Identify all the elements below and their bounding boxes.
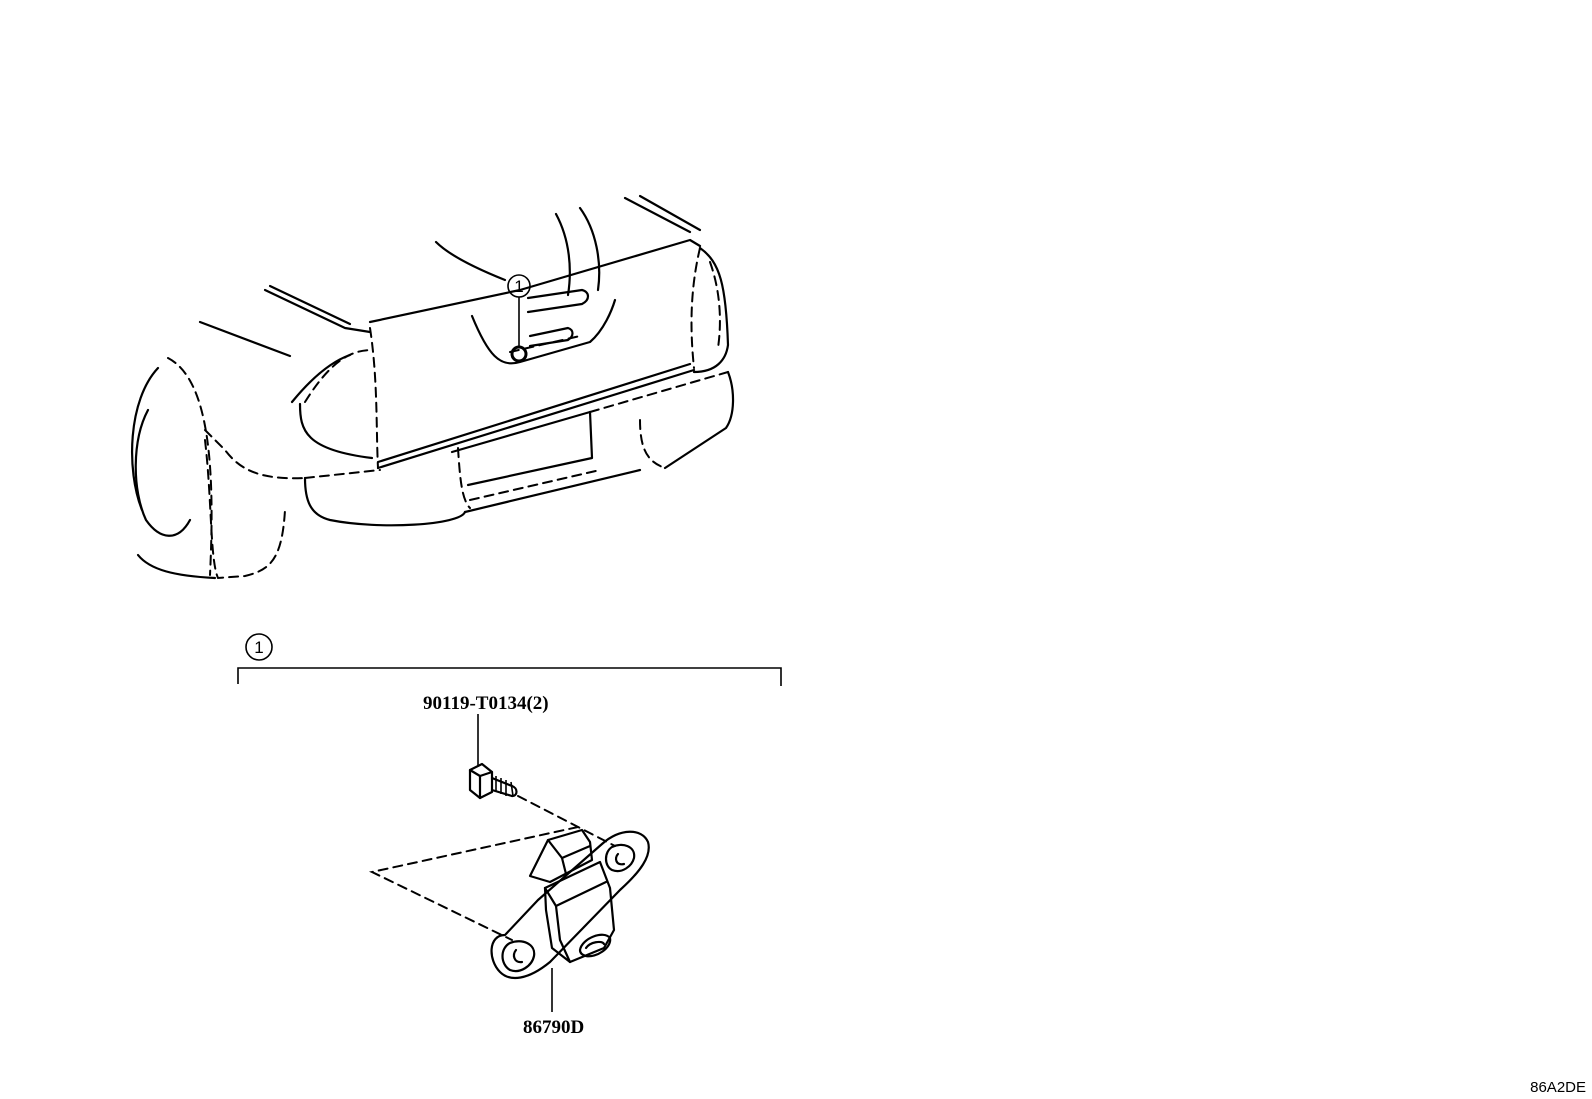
vehicle-rear-illustration: [130, 194, 735, 580]
bolt-part-number: 90119-T0134(2): [423, 693, 549, 714]
bolt-illustration: [468, 762, 518, 800]
camera-part-number: 86790D: [523, 1017, 584, 1038]
diagram-reference-code: 86A2DE: [1530, 1079, 1586, 1096]
group-callout-circle: [245, 633, 273, 661]
group-bracket: [237, 667, 782, 686]
camera-location-marker: [510, 345, 528, 363]
group-callout: 1: [245, 633, 273, 661]
mounting-line-upper: [517, 795, 616, 847]
vehicle-callout-number: 1: [514, 277, 523, 296]
vehicle-callout: 1: [507, 274, 531, 363]
group-callout-number: 1: [254, 638, 263, 657]
camera-illustration: [490, 828, 650, 980]
mounting-line-lower: [368, 826, 579, 941]
